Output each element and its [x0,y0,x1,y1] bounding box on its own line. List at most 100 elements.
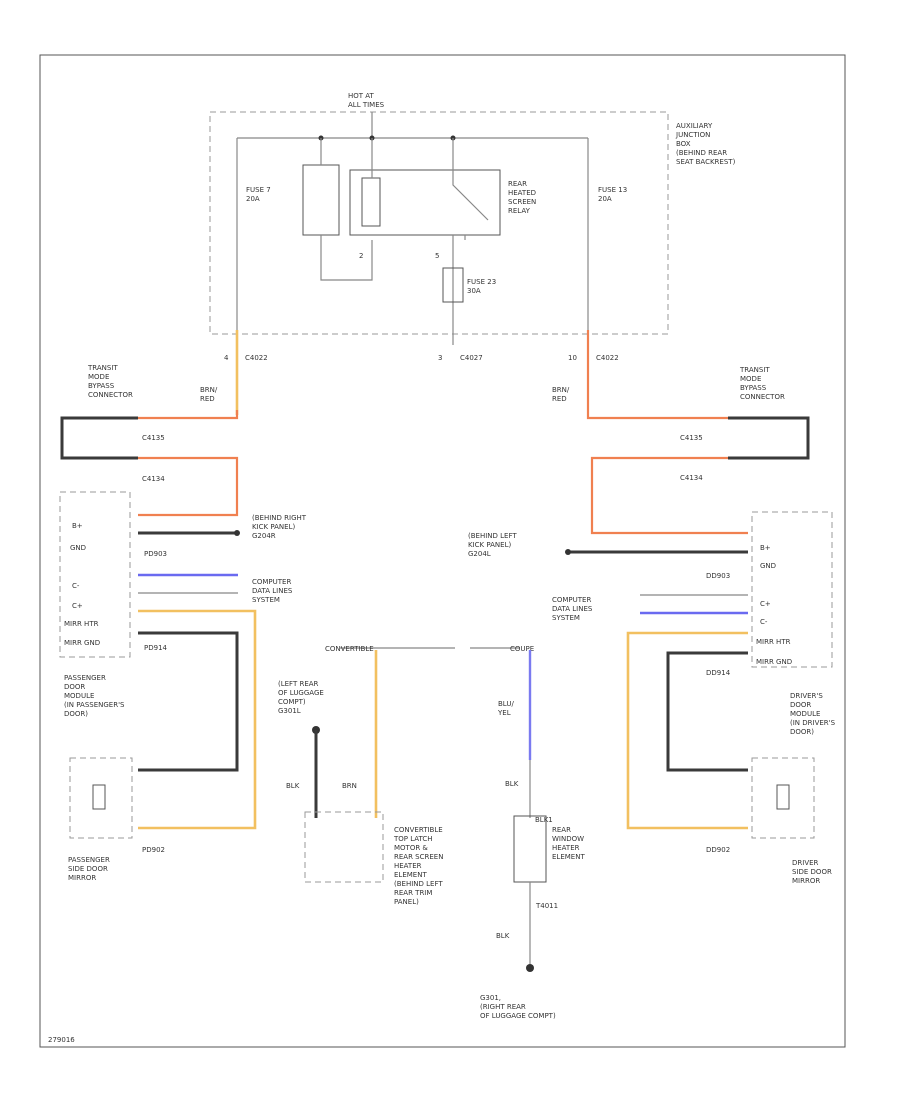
dd902-label: DD902 [706,846,730,854]
svg-text:MIRR HTR: MIRR HTR [756,638,791,646]
driver-door-module [751,511,833,668]
fuse-7-body [302,164,340,236]
svg-text:BLK: BLK [505,780,519,788]
svg-text:GND: GND [760,562,776,570]
svg-text:DD914: DD914 [706,669,731,677]
relay-pin-5: 5 [435,252,439,260]
svg-text:B+: B+ [760,544,771,552]
relay-coil [361,177,381,227]
c4134-right: C4134 [680,474,703,482]
blu-yel-label: BLU/YEL [497,700,514,717]
svg-text:MIRR HTR: MIRR HTR [64,620,99,628]
svg-text:C-: C- [72,582,80,590]
dd914-label: DD914 [706,669,731,677]
svg-text:C4022: C4022 [245,354,268,362]
svg-text:T4011: T4011 [535,902,558,910]
svg-text:PD903: PD903 [144,550,167,558]
pd903-label: PD903 [144,550,167,558]
right-feed-wire [586,330,728,420]
svg-text:BLK: BLK [286,782,300,790]
svg-text:COUPE: COUPE [510,645,534,653]
ground-g204r [234,530,240,536]
left-feed-wire [138,410,239,420]
driver-module-pins: B+ GND C+ C- MIRR HTR MIRR GND [756,544,792,666]
svg-text:DD902: DD902 [706,846,730,854]
svg-text:3: 3 [438,354,442,362]
fuse-bus [236,112,589,330]
right-mirror-ground-wire [666,651,748,772]
svg-text:10: 10 [568,354,577,362]
blk-label-conv: BLK [286,782,300,790]
figure-id: 279016 [48,1036,75,1044]
transit-loop-left [60,416,138,460]
svg-text:C4134: C4134 [680,474,703,482]
rear-window-heater [513,815,547,883]
svg-text:GND: GND [70,544,86,552]
fuse-23-body [442,267,464,303]
svg-text:BRN/RED: BRN/RED [200,386,218,403]
passenger-mirror [69,757,133,839]
driver-mirror [751,757,815,839]
brn-label: BRN [342,782,357,790]
svg-text:C4135: C4135 [680,434,703,442]
transit-loop-right [728,416,810,460]
relay-body [349,169,501,236]
ground-g204l [565,549,571,555]
passenger-door-module [59,491,131,658]
svg-text:C4134: C4134 [142,475,165,483]
relay-pin-2: 2 [359,252,363,260]
convertible-motor-box [304,811,384,883]
svg-text:C-: C- [760,618,768,626]
svg-text:DD903: DD903 [706,572,730,580]
svg-text:C+: C+ [760,600,771,608]
svg-text:B+: B+ [72,522,83,530]
connector-c4022-left: 4 C4022 [224,354,268,362]
svg-text:4: 4 [224,354,229,362]
coupe-label: COUPE [510,645,534,653]
pd914-label: PD914 [144,644,168,652]
svg-text:BRN/RED: BRN/RED [552,386,570,403]
svg-text:BLK: BLK [496,932,510,940]
brn-red-label-left: BRN/RED [200,386,218,403]
svg-text:PD914: PD914 [144,644,168,652]
right-mirror-heater-wire [626,631,748,830]
c4135-left: C4135 [142,434,165,442]
brn-red-label-right: BRN/RED [552,386,570,403]
svg-text:C4135: C4135 [142,434,165,442]
